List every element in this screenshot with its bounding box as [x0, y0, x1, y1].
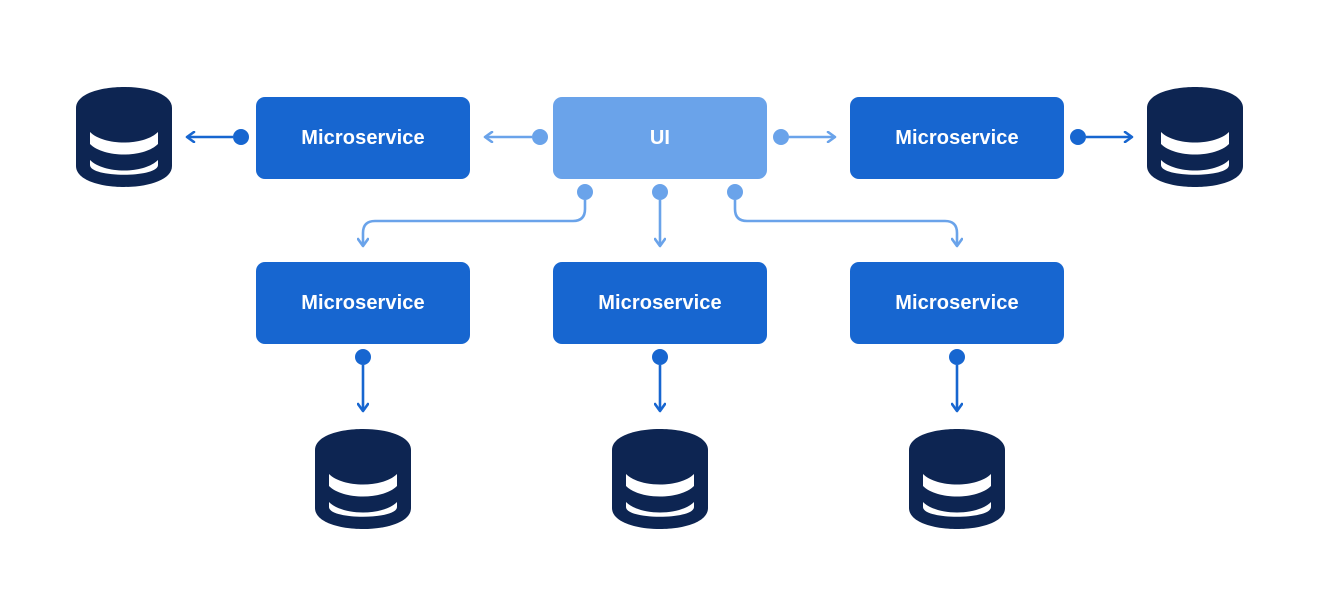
ui-node-label: UI	[649, 126, 671, 149]
microservice-top-left: Microservice	[256, 97, 470, 179]
connector-ui-to-service-left	[485, 129, 548, 145]
connector-service-bottom-right-to-db	[949, 349, 965, 411]
microservice-label: Microservice	[301, 126, 425, 149]
database-icon	[1147, 87, 1243, 187]
connector-service-left-to-db	[187, 129, 249, 145]
microservice-bottom-center: Microservice	[553, 262, 767, 344]
connector-ui-to-service-bottom-right	[727, 184, 957, 246]
microservice-label: Microservice	[895, 126, 1019, 149]
connector-service-right-to-db	[1070, 129, 1132, 145]
ui-node: UI	[553, 97, 767, 179]
microservice-label: Microservice	[895, 291, 1019, 314]
connector-service-bottom-left-to-db	[355, 349, 371, 411]
connector-ui-to-service-bottom-center	[652, 184, 668, 246]
connector-ui-to-service-bottom-left	[363, 184, 593, 246]
microservice-label: Microservice	[598, 291, 722, 314]
microservice-bottom-left: Microservice	[256, 262, 470, 344]
microservice-top-right: Microservice	[850, 97, 1064, 179]
connector-ui-to-service-right	[773, 129, 835, 145]
database-icon	[612, 429, 708, 529]
microservice-label: Microservice	[301, 291, 425, 314]
database-icon	[315, 429, 411, 529]
connector-service-bottom-center-to-db	[652, 349, 668, 411]
database-icon	[909, 429, 1005, 529]
database-icon	[76, 87, 172, 187]
microservice-bottom-right: Microservice	[850, 262, 1064, 344]
